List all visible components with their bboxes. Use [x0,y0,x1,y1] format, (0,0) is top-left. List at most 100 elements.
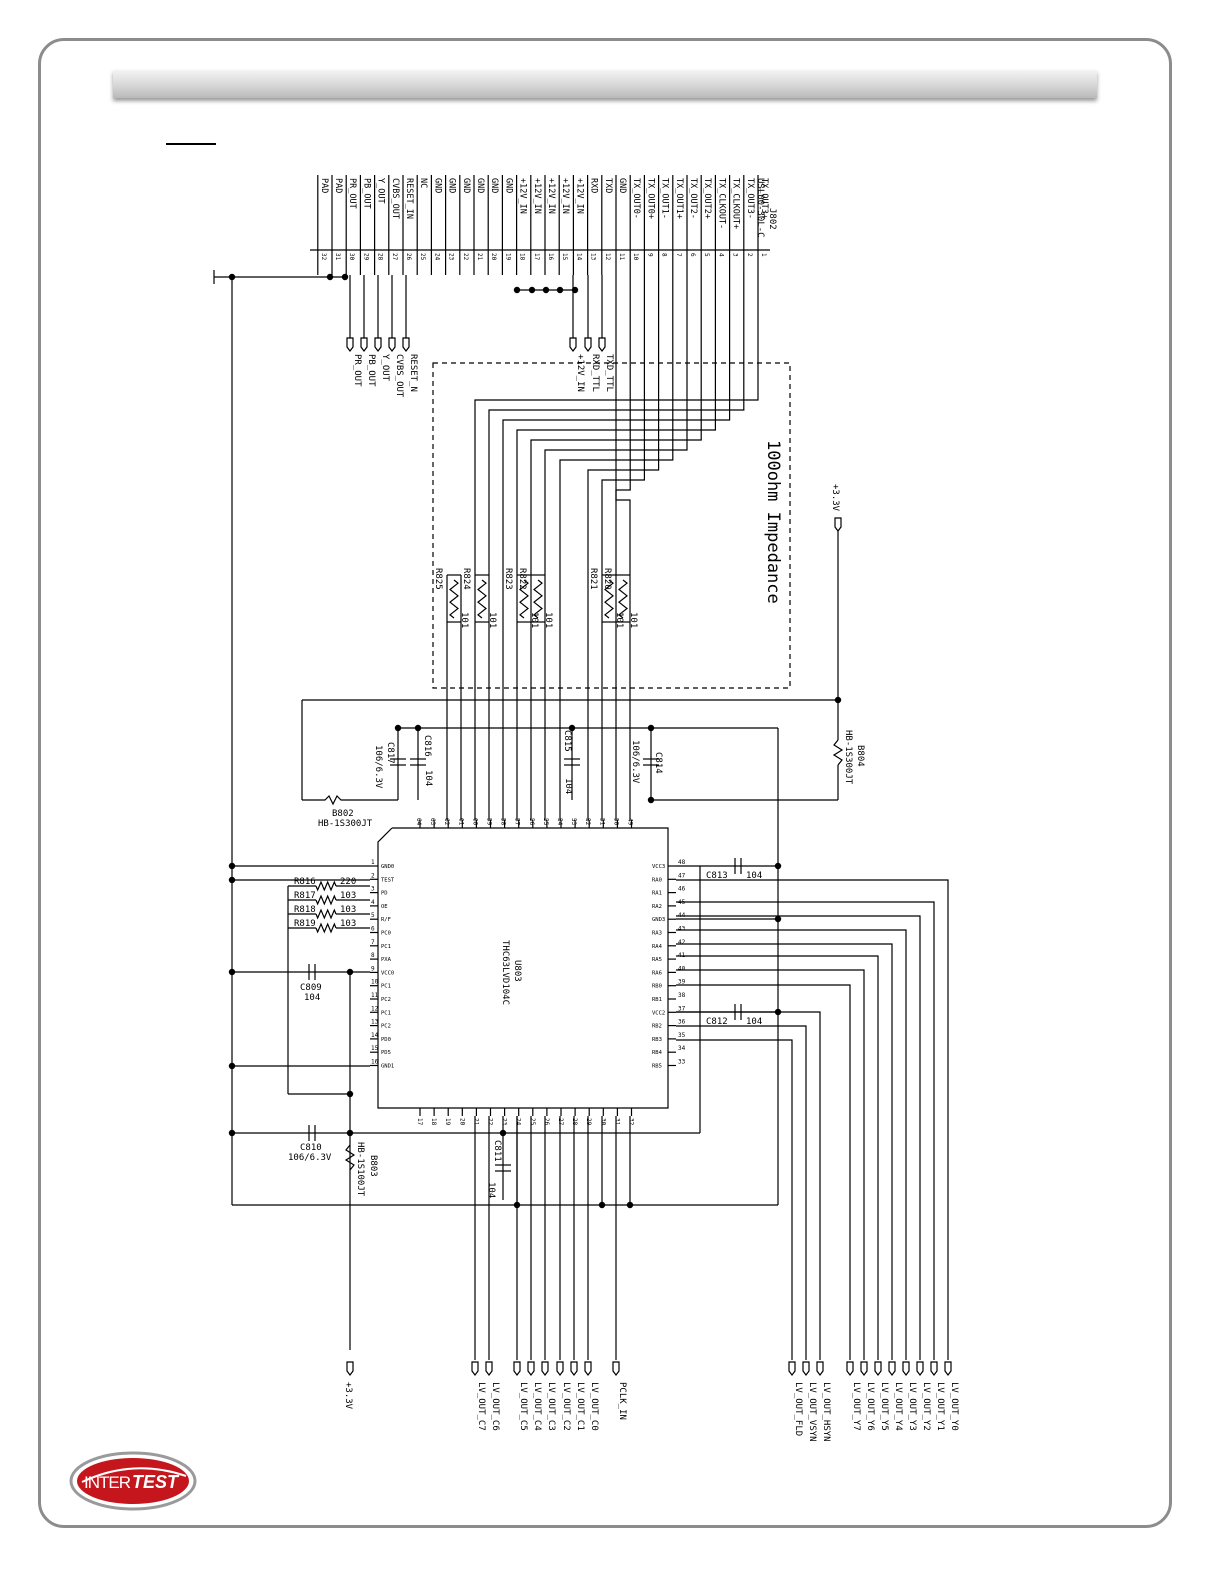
cap-value: 106/6.3V [373,745,383,789]
ic-pin-name: GND1 [381,1064,394,1070]
bead-symbol [302,794,398,806]
cap-ref: C814 [653,752,663,774]
bottom-port [485,1361,493,1376]
bottom-port [902,1361,910,1376]
top-port [374,337,382,352]
intertest-logo: INTER TEST [69,1451,197,1511]
connector-pin-label: TXD [603,178,613,193]
bottom-port [802,1361,810,1376]
resistor-symbol [315,894,337,906]
connector-pin-label: PAD [319,178,329,193]
bottom-port-label: LV_OUT_C2 [561,1382,571,1431]
bottom-port-label: LV_OUT_FLD [793,1382,803,1436]
ic-pin-name: VCC0 [381,970,394,976]
ic-pin-number: 45 [678,899,686,906]
ic-pin-name: RA6 [652,970,662,976]
ic-pin-number: 64 [415,818,422,826]
connector-part: USL00-30L-C [755,178,765,238]
junction-dot [556,286,564,294]
connector-pin-label: PR_OUT [347,178,357,209]
resistor-value: 101 [543,612,553,628]
connector-pin-number: 5 [703,253,710,257]
bottom-port [513,1361,521,1376]
top-port-label: TXD_TTL [604,354,614,392]
connector-pin-number: 24 [433,253,440,261]
signal-trace [676,879,949,1360]
ic-pin-number: 44 [678,912,686,919]
connector-pin-number: 28 [377,253,384,261]
ic-pin-number: 42 [678,939,686,946]
bottom-port-label: LV_OUT_Y0 [949,1382,959,1431]
resistor-value: 101 [614,612,624,628]
resistor-ref: R821 [588,568,598,590]
ic-pin-number: 6 [371,926,375,933]
junction-dot [228,1062,236,1070]
ic-pin-name: PC2 [381,1024,391,1030]
ic-pin-number: 5 [371,912,375,919]
ic-pin-name: PC1 [381,944,391,950]
connector-pin-number: 25 [419,253,426,261]
ic-pin-number: 22 [487,1118,494,1126]
bottom-port [916,1361,924,1376]
cap-ref: C809 [300,983,322,993]
bottom-port-label: LV_OUT_Y2 [921,1382,931,1431]
ic-pin-number: 54 [556,818,563,826]
connector-pin-label: TX_OUT3+ [759,178,769,219]
ic-pin-number: 16 [371,1059,379,1066]
ic-pin-name: RA1 [652,891,662,897]
bottom-port [930,1361,938,1376]
connector-pin-label: TX_OUT1+ [674,178,684,219]
ic-pin-number: 11 [371,992,379,999]
ic-pin-number: 7 [371,939,375,946]
resistor-symbol [315,922,337,934]
connector-pin-label: TX_CLKOUT- [716,178,726,229]
bottom-port [471,1361,479,1376]
resistor-value: 101 [628,612,638,628]
resistor-symbol [449,579,459,619]
bottom-port [612,1361,620,1376]
impedance-note: 100ohm Impedance [763,440,783,604]
bead-part: HB-1S300JT [318,819,373,829]
bottom-port-label: LV_OUT_C5 [518,1382,528,1431]
bottom-port-label: LV_OUT_Y1 [935,1382,945,1431]
signal-trace [676,901,935,1360]
junction-dot [228,1129,236,1137]
impedance-box [432,362,791,689]
top-port-label: RESET_N [408,354,418,392]
cap-ref: C816 [422,735,432,757]
ic-part: THC63LVD104C [500,940,510,1005]
connector-pin-label: GND [461,178,471,193]
connector-pin-label: +12V_IN [560,178,570,214]
connector-pin-number: 31 [334,253,341,261]
ic-pin-number: 37 [678,1005,686,1012]
ic-pin-name: RB4 [652,1050,663,1056]
ic-pin-number: 1 [371,859,375,866]
ic-pin-number: 46 [678,886,686,893]
connector-pin-label: +12V_IN [532,178,542,214]
ic-pin-name: RA0 [652,877,662,883]
ic-pin-number: 55 [542,818,549,826]
connector-pin-number: 30 [348,253,355,261]
cap-ref: C812 [706,1017,728,1027]
signal-trace [676,1025,807,1360]
lvds-trace [601,275,646,820]
connector-pin-number: 21 [476,253,483,261]
ic-pin-name: RA4 [652,944,663,950]
ic-pin-number: 27 [557,1118,564,1126]
resistor-ref: R819 [294,919,316,929]
ic-pin-number: 4 [371,899,375,906]
connector-pin-label: TX_OUT0- [631,178,641,219]
lvds-trace [587,275,660,820]
connector-pin-number: 20 [490,253,497,261]
resistor-value: 101 [487,612,497,628]
bottom-port-label: LV_OUT_Y4 [893,1382,903,1431]
ic-pin-name: PC2 [381,997,391,1003]
ic-pin-number: 47 [678,872,686,879]
junction-dot [228,876,236,884]
connector-ref: J802 [767,208,777,230]
connector-pin-number: 18 [519,253,526,261]
bottom-port-label: LV_OUT_VSYN [807,1382,817,1442]
bottom-port-label: LV_OUT_Y3 [907,1382,917,1431]
connector-pin-number: 9 [646,253,653,257]
ic-pin-number: 49 [627,818,634,826]
